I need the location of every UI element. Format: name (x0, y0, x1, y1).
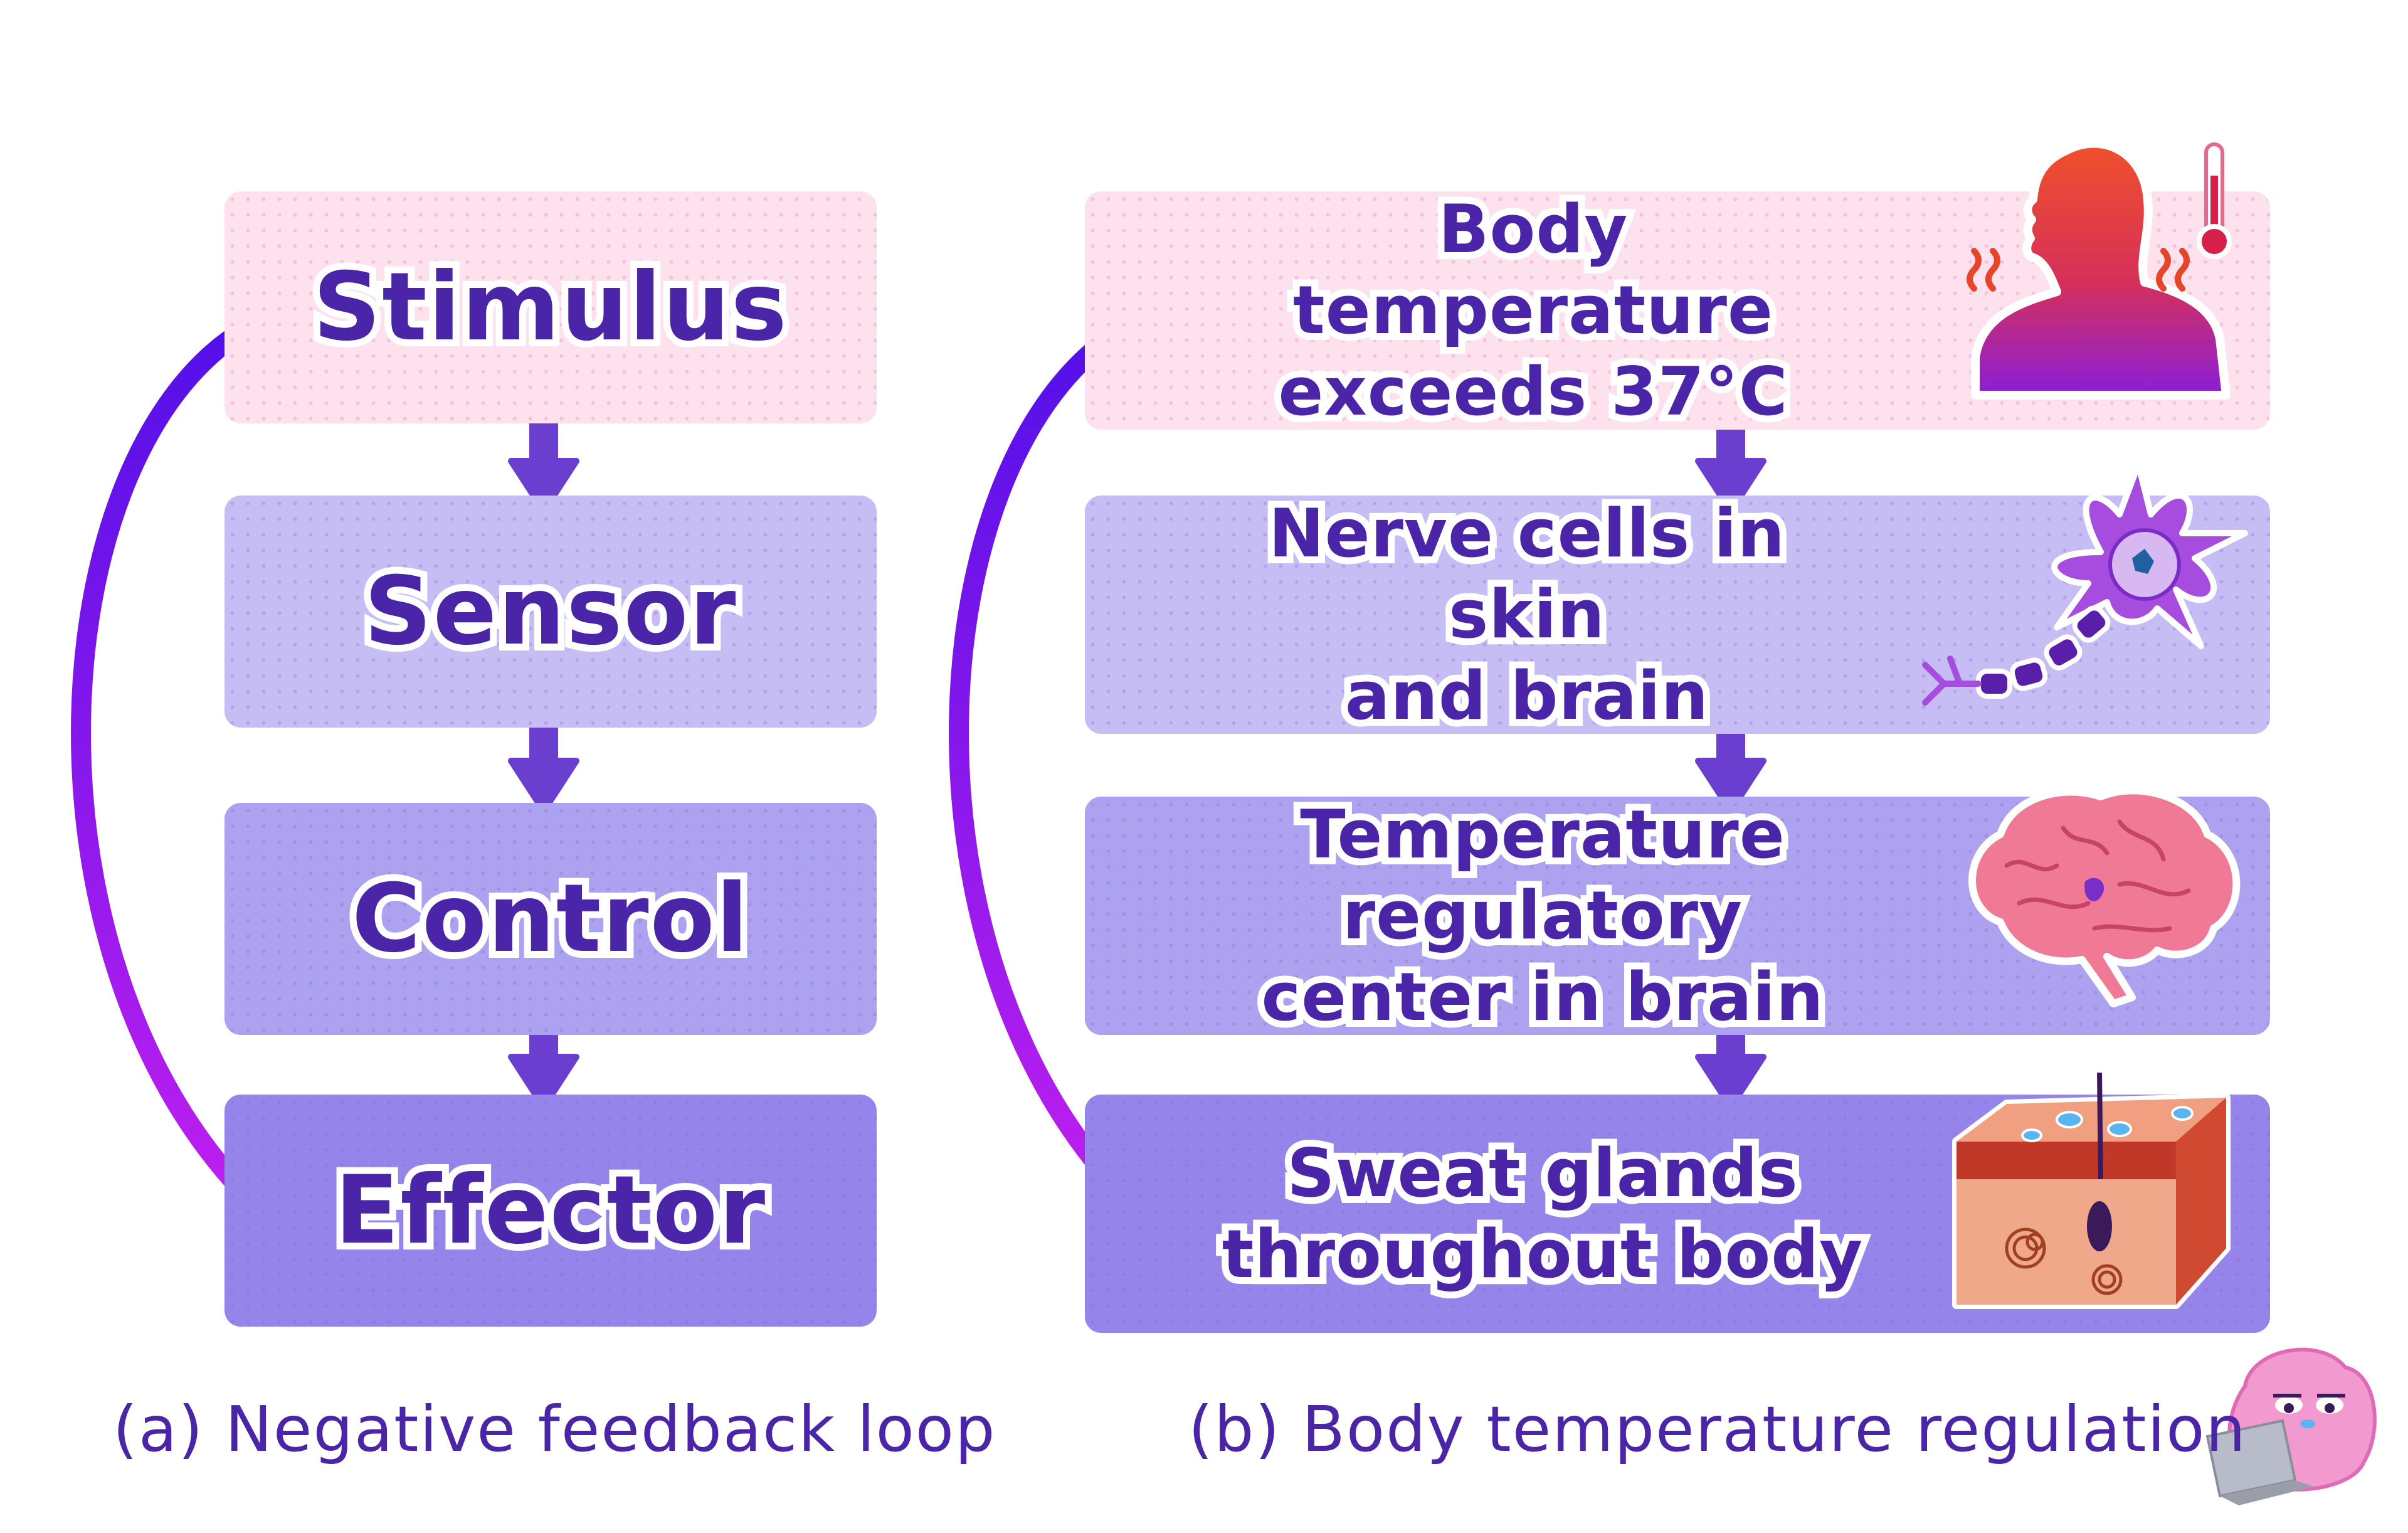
neuron-icon (1922, 461, 2248, 706)
effector-label: Effector (328, 1149, 772, 1272)
control-label: Control (345, 857, 755, 980)
down-arrow (508, 1010, 579, 1110)
caption-negative-feedback-loop: (a) Negative feedback loop (113, 1392, 996, 1466)
sensor-label: Sensor (357, 550, 743, 673)
stimulus-label: Stimulus (306, 246, 794, 369)
control-box: Control (224, 803, 877, 1035)
stimulus-box: Stimulus (224, 191, 877, 423)
nerve-cells-box: Nerve cells in skin and brain (1085, 488, 2270, 741)
caption-body-temperature-regulation: (b) Body temperature regulation (1188, 1392, 2247, 1466)
overheating-person-icon (1967, 139, 2232, 400)
body-temperature-label: Body temperature exceeds 37°C (1271, 184, 1794, 437)
sweat-glands-label: Sweat glands throughout body (1215, 1128, 1870, 1300)
effector-box: Effector (224, 1095, 877, 1327)
skin-sweat-gland-icon (1952, 1072, 2231, 1309)
regulatory-center-label: Temperature regulatory center in brain (1254, 789, 1830, 1042)
sensor-box: Sensor (224, 496, 877, 728)
blob-mascot-with-laptop-icon (2205, 1347, 2377, 1505)
brain-icon (1968, 787, 2241, 1007)
nerve-cells-label: Nerve cells in skin and brain (1262, 488, 1792, 741)
down-arrow (508, 714, 579, 814)
